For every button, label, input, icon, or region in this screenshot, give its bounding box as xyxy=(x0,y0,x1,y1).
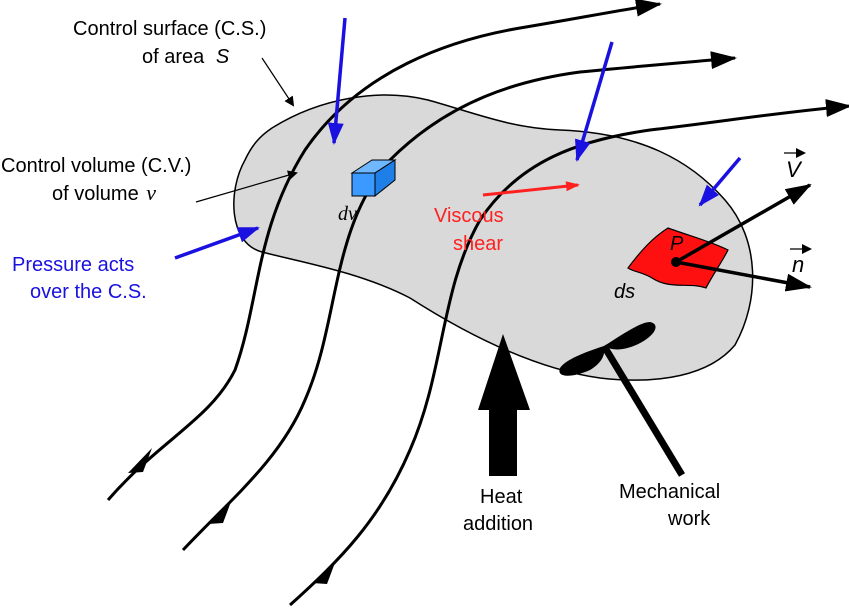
velocity-vector-label: V xyxy=(784,148,806,182)
pressure-arrow-4 xyxy=(174,226,260,260)
up-arrow-icon xyxy=(478,334,530,476)
normal-vector-arrow xyxy=(675,260,812,292)
pressure-arrow-3 xyxy=(698,156,742,207)
streamline-direction-marks xyxy=(128,448,336,584)
pressure-arrow-2 xyxy=(575,41,614,162)
streamline-1-arrowhead xyxy=(128,448,152,473)
propeller-icon xyxy=(559,322,685,477)
control-surface-label-line1: Control surface (C.S.) xyxy=(73,18,266,40)
surface-element-label: ds xyxy=(614,281,635,303)
normal-vector-symbol: n xyxy=(792,252,804,277)
vectors-at-p xyxy=(675,183,812,292)
viscous-shear-label-line1: Viscous xyxy=(434,205,504,227)
pressure-arrow-1 xyxy=(327,17,347,145)
pressure-label-line1: Pressure acts xyxy=(12,254,134,276)
velocity-vector-arrow xyxy=(675,183,812,264)
streamline-3 xyxy=(288,99,849,607)
control-surface-label-text: of area xyxy=(142,46,205,68)
velocity-vector-symbol: V xyxy=(786,157,803,182)
control-surface-label-line2: of area S xyxy=(142,46,230,68)
streamline-2-arrowhead xyxy=(208,499,232,524)
volume-element-label: dv xyxy=(338,203,357,225)
control-volume-label-line2: of volume v xyxy=(52,180,156,205)
control-volume-leader xyxy=(195,170,298,203)
control-volume-symbol: v xyxy=(146,180,156,205)
work-label-line1: Mechanical xyxy=(619,481,720,503)
streamline-1 xyxy=(106,0,662,501)
heat-label-line1: Heat xyxy=(480,486,523,508)
work-label-line2: work xyxy=(667,508,711,530)
streamline-3-arrowhead xyxy=(312,560,336,584)
control-volume-label-line1: Control volume (C.V.) xyxy=(1,155,191,177)
heat-label-line2: addition xyxy=(463,513,533,535)
pressure-label-line2: over the C.S. xyxy=(30,281,147,303)
control-surface-leader xyxy=(261,57,295,107)
normal-vector-label: n xyxy=(790,244,812,277)
viscous-shear-arrow xyxy=(482,181,580,197)
pressure-arrows xyxy=(174,17,742,260)
cube-icon xyxy=(350,159,397,198)
control-surface-symbol: S xyxy=(216,46,230,68)
control-volume-label-text: of volume xyxy=(52,183,139,205)
viscous-shear-label-line2: shear xyxy=(453,233,503,255)
point-p-label: P xyxy=(670,233,684,255)
point-p-dot xyxy=(671,257,681,267)
